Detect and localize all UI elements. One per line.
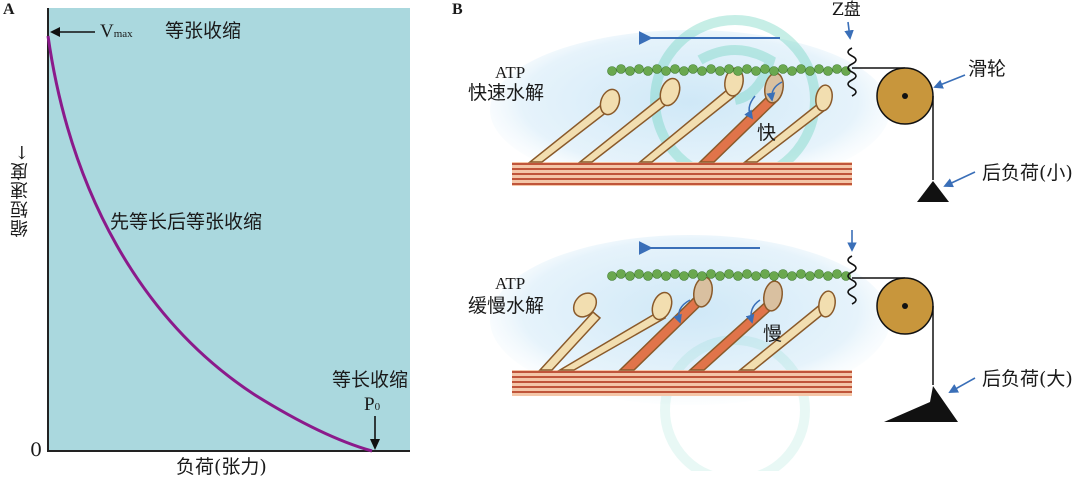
vmax-arrowhead (50, 27, 60, 37)
vmax-sub: max (113, 28, 133, 40)
origin-label: 0 (30, 439, 43, 461)
top-afterload-pointer (943, 171, 976, 188)
top-stroke-arrow-1 (744, 95, 756, 120)
panel-b-letter: B (452, 1, 463, 18)
top-hydrolysis-label: 快速水解 (468, 82, 545, 104)
p0-arrowhead (370, 439, 380, 450)
vmax-label: Vmax (100, 22, 133, 41)
isometric-label: 等长收缩 (332, 369, 409, 391)
top-actin-filament (607, 64, 851, 76)
p0-sub: 0 (374, 401, 381, 413)
top-cross-bridges (527, 67, 833, 163)
pulley-label: 滑轮 (968, 58, 1007, 80)
top-weight (917, 181, 949, 202)
bottom-actin-filament (607, 269, 851, 281)
bottom-stroke-arrow-2 (745, 299, 761, 324)
top-thick-filament (512, 162, 852, 186)
bottom-thick-filament (512, 370, 852, 396)
z-disc-pointer (844, 21, 854, 40)
force-velocity-curve (46, 35, 373, 453)
bottom-stroke-arrow-1 (673, 299, 691, 324)
top-z-spring (847, 47, 857, 97)
bottom-hydrolysis-label: 缓慢水解 (468, 295, 545, 317)
top-speed-label: 快 (757, 122, 777, 144)
bottom-z-spring (847, 255, 857, 305)
pulley-pointer (933, 74, 966, 89)
panel-a-letter: A (3, 1, 15, 18)
p0-label: P0 (364, 395, 380, 414)
bottom-cross-bridges (538, 276, 836, 371)
bottom-afterload-label: 后负荷(大) (982, 368, 1073, 390)
z-disc-label: Z盘 (832, 0, 861, 20)
top-stroke-arrow-2 (766, 81, 783, 102)
bottom-pulley-axle (902, 303, 908, 309)
bottom-afterload-pointer (948, 377, 976, 393)
top-atp-label: ATP (495, 63, 526, 82)
mid-curve-label: 先等长后等张收缩 (110, 211, 263, 233)
isotonic-label: 等张收缩 (165, 20, 242, 42)
top-afterload-label: 后负荷(小) (982, 162, 1073, 184)
top-pulley-axle (902, 93, 908, 99)
bottom-weight (884, 386, 958, 422)
bottom-speed-label: 慢 (763, 323, 783, 345)
vmax-main: V (100, 21, 114, 42)
bottom-atp-label: ATP (495, 274, 526, 293)
p0-main: P (364, 394, 375, 415)
